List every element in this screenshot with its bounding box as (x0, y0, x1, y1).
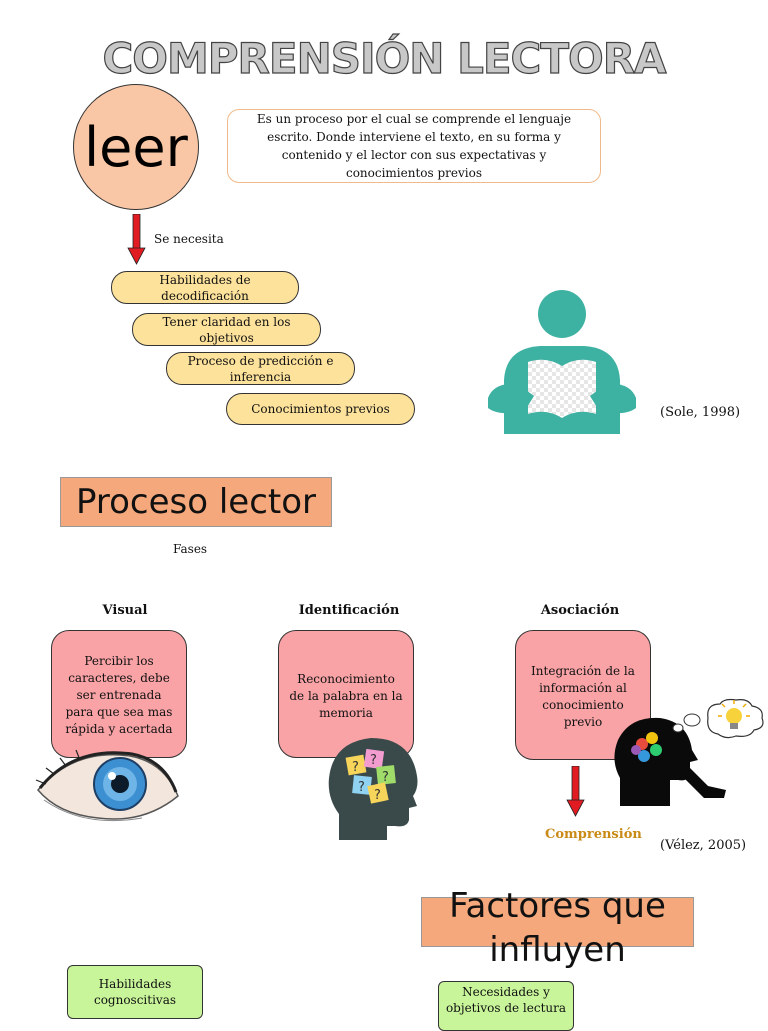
head-question-icon: ? ? ? ? ? (328, 738, 418, 840)
phase-title-identificacion: Identificación (298, 603, 400, 618)
definition-box: Es un proceso por el cual se comprende e… (227, 109, 601, 183)
svg-text:?: ? (382, 770, 389, 785)
citation-velez: (Vélez, 2005) (660, 838, 747, 853)
requirement-pill: Tener claridad en los objetivos (132, 313, 321, 346)
svg-text:?: ? (352, 760, 359, 775)
down-arrow-icon (127, 214, 146, 265)
svg-text:?: ? (370, 753, 377, 768)
requirement-pill: Habilidades de decodificación (111, 271, 299, 304)
factor-box: Habilidades cognoscitivas (67, 965, 203, 1019)
requirement-pill: Conocimientos previos (226, 393, 415, 425)
svg-text:?: ? (358, 780, 365, 795)
thinking-head-icon (614, 698, 764, 806)
phase-title-visual: Visual (102, 603, 148, 618)
page-title: COMPRENSIÓN LECTORA (102, 33, 667, 83)
phase-title-asociacion: Asociación (540, 603, 620, 618)
reader-icon (488, 290, 636, 434)
arrow-label: Se necesita (154, 232, 224, 246)
citation-sole: (Sole, 1998) (660, 405, 741, 420)
down-arrow-icon (566, 766, 585, 817)
proceso-lector-banner: Proceso lector (60, 477, 332, 527)
requirement-pill: Proceso de predicción e inferencia (166, 352, 355, 385)
svg-text:?: ? (374, 788, 381, 803)
factores-banner: Factores que influyen (421, 886, 694, 970)
eye-icon (35, 749, 179, 822)
factor-box: Necesidades y objetivos de lectura (438, 981, 574, 1031)
fases-label: Fases (173, 542, 208, 556)
phase-box-identificacion: Reconocimiento de la palabra en la memor… (278, 630, 414, 758)
comprension-label: Comprensión (545, 827, 642, 842)
leer-circle: leer (73, 84, 199, 210)
definition-text: Es un proceso por el cual se comprende e… (256, 112, 572, 180)
phase-box-visual: Percibir los caracteres, debe ser entren… (51, 630, 187, 758)
